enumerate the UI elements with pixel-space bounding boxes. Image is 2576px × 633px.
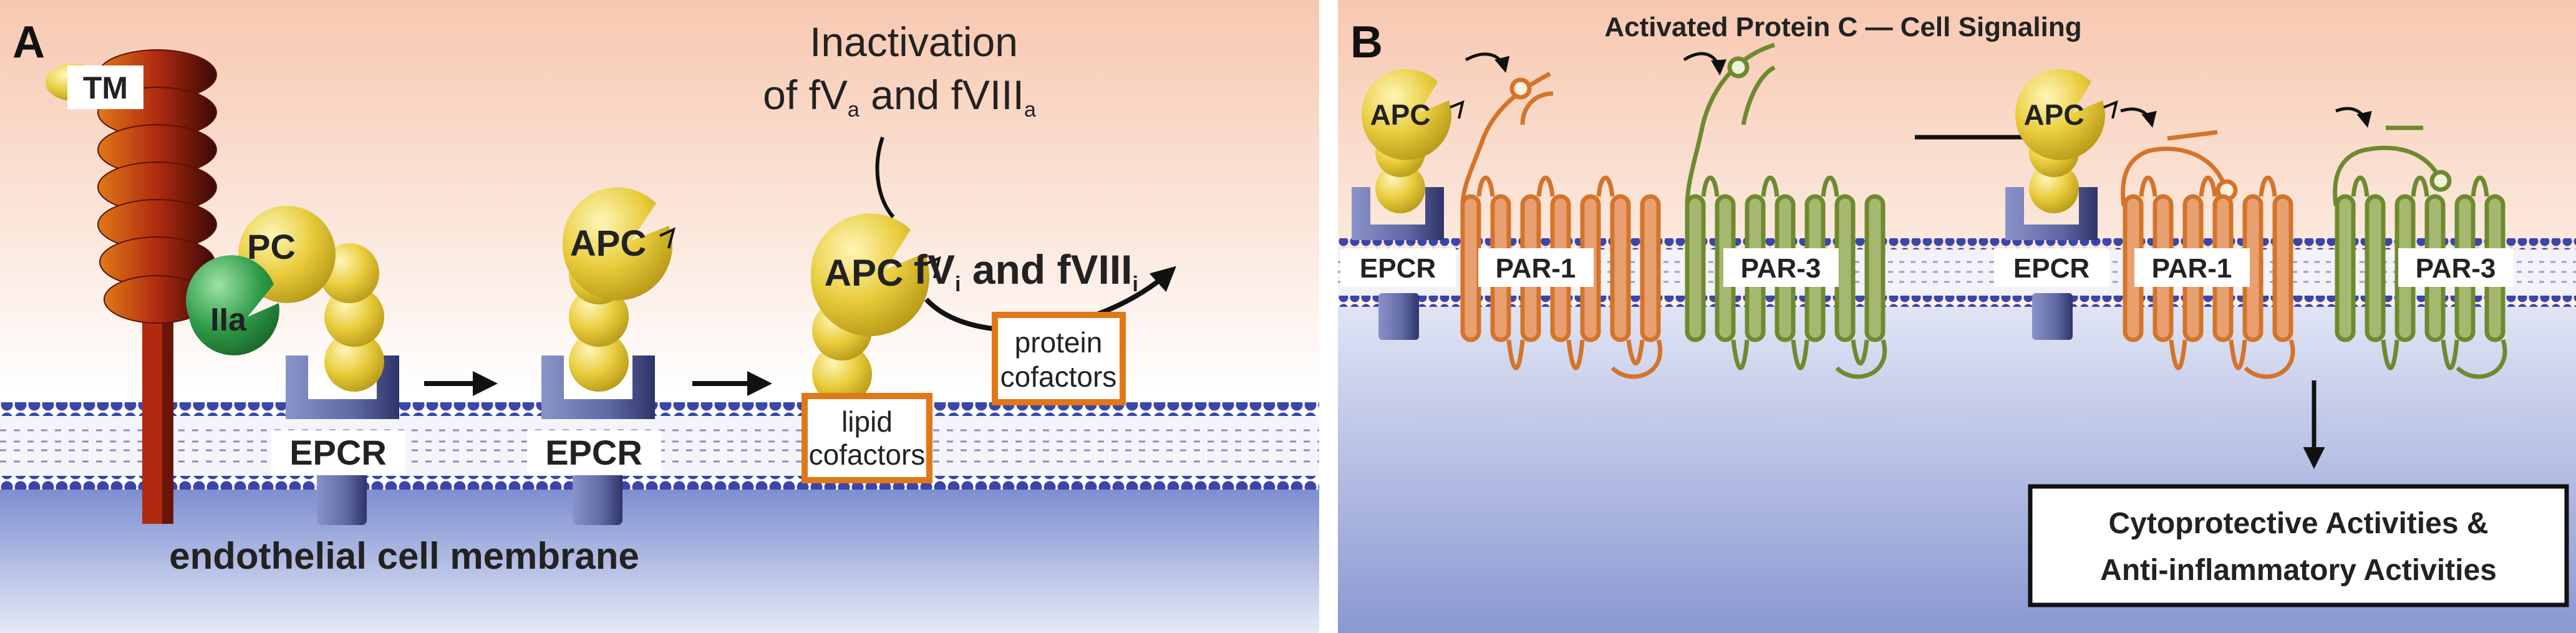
epcr-label-box-1 bbox=[271, 430, 405, 475]
epcr-b-label-1: EPCR bbox=[1360, 253, 1436, 284]
par3-label-box-2 bbox=[2398, 248, 2514, 287]
tm-label: TM bbox=[83, 70, 128, 105]
cleavage-arrow-4 bbox=[2335, 107, 2372, 128]
par3-label-1: PAR-3 bbox=[1741, 253, 1821, 284]
pc-label: PC bbox=[247, 227, 296, 266]
panel-b-diagram: Activated Protein C — Cell Signaling APC… bbox=[1338, 0, 2576, 633]
thrombomodulin: TM bbox=[46, 49, 217, 524]
thrombin-iia: IIa bbox=[186, 255, 279, 355]
panel-b-letter: B bbox=[1350, 17, 1383, 67]
iia-label: IIa bbox=[210, 302, 247, 338]
panel-a-letter: A bbox=[12, 17, 45, 67]
protein-cofactors-line1: protein bbox=[1015, 326, 1103, 359]
cleavage-arrow-2 bbox=[1683, 52, 1727, 75]
epcr-b-1 bbox=[1352, 187, 1444, 340]
par1-label-box-2 bbox=[2134, 248, 2250, 287]
cleavage-arrow-1 bbox=[1465, 52, 1510, 73]
par3-label-2: PAR-3 bbox=[2416, 253, 2496, 284]
inactivation-line1: Inactivation bbox=[810, 19, 1018, 65]
protein-cofactors-box bbox=[992, 312, 1126, 405]
protein-cofactors-line2: cofactors bbox=[1000, 360, 1117, 393]
apc-label-2: APC bbox=[570, 223, 646, 264]
epcr-receptor-1 bbox=[286, 355, 399, 525]
par1-label-box-1 bbox=[1478, 248, 1594, 287]
apc-on-epcr: APC bbox=[562, 187, 676, 392]
panel-b: Activated Protein C — Cell Signaling APC… bbox=[1338, 0, 2576, 633]
result-line2: Anti-inflammatory Activities bbox=[2100, 554, 2497, 587]
par1-label-1: PAR-1 bbox=[1496, 253, 1576, 284]
epcr-label-box-2 bbox=[527, 430, 661, 475]
apc-on-cofactors: APC bbox=[810, 213, 941, 404]
par1-cleaved-fragment bbox=[2167, 130, 2218, 141]
result-box bbox=[2028, 484, 2569, 607]
lipid-cofactors-line1: lipid bbox=[841, 405, 893, 438]
par1-label-2: PAR-1 bbox=[2152, 253, 2232, 284]
epcr-receptor-2 bbox=[541, 355, 655, 525]
cleavage-arrow-3 bbox=[2120, 107, 2157, 128]
epcr-b-label-box-2 bbox=[1994, 248, 2109, 287]
apc-b-label-2: APC bbox=[2023, 99, 2084, 131]
apc-b-1: APC bbox=[1361, 69, 1465, 213]
tm-label-box bbox=[67, 65, 143, 109]
inactivation-line2: of fVa and fVIIIa bbox=[763, 72, 1036, 122]
panel-b-title: Activated Protein C — Cell Signaling bbox=[1604, 12, 2081, 42]
apc-label-3: APC bbox=[825, 252, 904, 294]
inactivation-pointer bbox=[875, 137, 895, 218]
membrane-label: endothelial cell membrane bbox=[169, 535, 639, 577]
epcr-b-label-box-1 bbox=[1340, 248, 1456, 287]
lipid-cofactors-box bbox=[801, 393, 932, 483]
inactivated-factors: fVi and fVIIIi bbox=[914, 246, 1138, 296]
epcr-label-2: EPCR bbox=[545, 433, 642, 472]
epcr-label-1: EPCR bbox=[289, 433, 387, 472]
cytoplasm bbox=[0, 490, 1319, 633]
apc-b-label-1: APC bbox=[1370, 99, 1430, 131]
epcr-b-2 bbox=[2005, 187, 2098, 340]
apc-b-2: APC bbox=[2015, 69, 2118, 213]
panel-a: TM PC IIa EPCR APC EPCR bbox=[0, 0, 1319, 633]
panel-a-diagram: TM PC IIa EPCR APC EPCR bbox=[0, 0, 1319, 633]
par3-label-box-1 bbox=[1723, 248, 1839, 287]
lipid-cofactors-line2: cofactors bbox=[809, 438, 926, 471]
epcr-b-label-2: EPCR bbox=[2013, 253, 2089, 284]
result-line1: Cytoprotective Activities & bbox=[2108, 507, 2488, 540]
